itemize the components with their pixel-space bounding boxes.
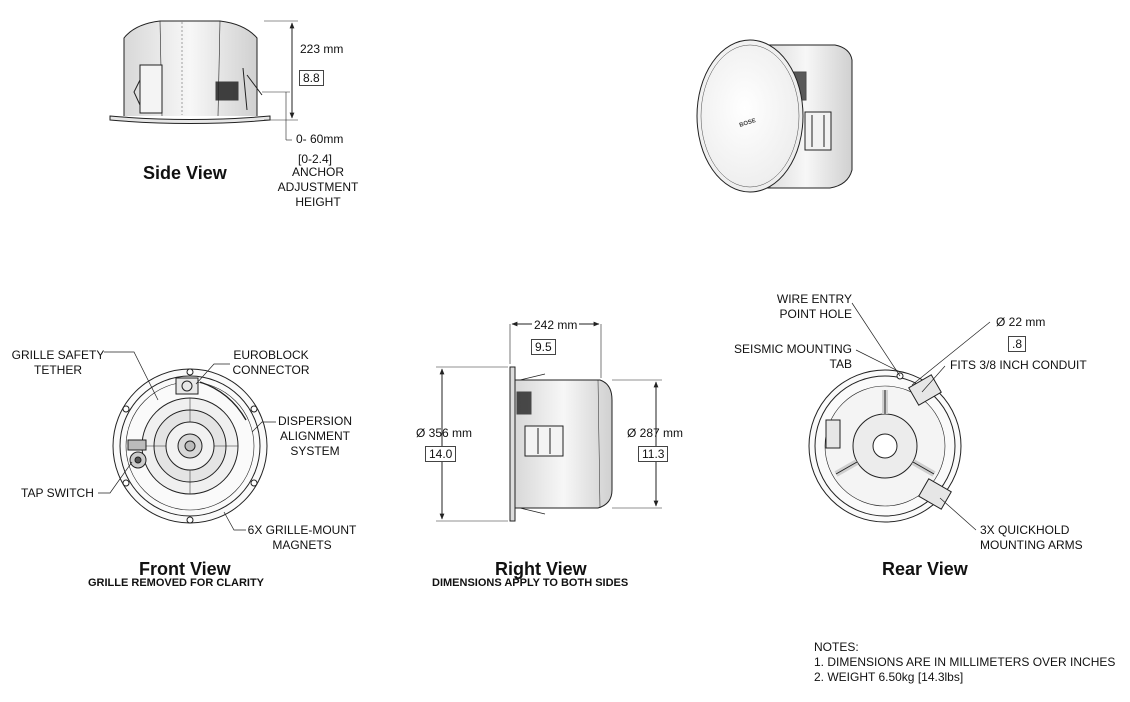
- outer-diameter-mm: Ø 356 mm: [416, 426, 473, 440]
- conduit-diameter-in: .8: [1008, 336, 1027, 352]
- depth-in: 9.5: [531, 339, 556, 355]
- right-view-title: Right View: [495, 559, 587, 579]
- cutout-diameter-mm: Ø 287 mm: [627, 426, 684, 440]
- callout-quickhold-arms: 3X QUICKHOLD MOUNTING ARMS: [980, 523, 1083, 552]
- callout-wire-entry: WIRE ENTRY POINT HOLE: [776, 292, 852, 321]
- bose-logo: BOSE: [739, 118, 757, 129]
- front-view-subtitle: GRILLE REMOVED FOR CLARITY: [88, 577, 264, 589]
- cutout-diameter-in: 11.3: [638, 446, 669, 462]
- anchor-range-in: [0-2.4]: [298, 152, 333, 166]
- front-view-drawing: [98, 351, 276, 531]
- rear-view-drawing: [808, 302, 991, 531]
- callout-magnets: 6X GRILLE-MOUNT MAGNETS: [247, 523, 357, 552]
- perspective-view-drawing: BOSE: [696, 39, 853, 193]
- callout-dispersion: DISPERSION ALIGNMENT SYSTEM: [277, 414, 352, 458]
- side-height-mm: 223 mm: [300, 42, 344, 56]
- side-view-title: Side View: [143, 163, 227, 183]
- note-item: 1. DIMENSIONS ARE IN MILLIMETERS OVER IN…: [814, 655, 1116, 669]
- side-view-drawing: [109, 20, 298, 141]
- right-view-drawing: [436, 321, 662, 522]
- front-view-title: Front View: [139, 559, 231, 579]
- conduit-diameter-mm: Ø 22 mm: [996, 315, 1046, 329]
- notes-heading: NOTES:: [814, 640, 859, 654]
- callout-grille-tether: GRILLE SAFETY TETHER: [11, 348, 105, 377]
- callout-euroblock: EUROBLOCK CONNECTOR: [232, 348, 310, 377]
- outer-diameter-in: 14.0: [425, 446, 457, 462]
- callout-tap-switch: TAP SWITCH: [21, 486, 94, 500]
- anchor-label: ANCHOR ADJUSTMENT HEIGHT: [277, 165, 359, 209]
- note-item: 2. WEIGHT 6.50kg [14.3lbs]: [814, 670, 964, 684]
- depth-mm: 242 mm: [532, 318, 580, 333]
- rear-view-title: Rear View: [882, 559, 968, 579]
- callout-seismic-tab: SEISMIC MOUNTING TAB: [733, 342, 852, 371]
- anchor-range-mm: 0- 60mm: [296, 132, 344, 146]
- side-height-in: 8.8: [299, 70, 324, 86]
- conduit-note: FITS 3/8 INCH CONDUIT: [950, 358, 1087, 372]
- right-view-subtitle: DIMENSIONS APPLY TO BOTH SIDES: [432, 577, 629, 589]
